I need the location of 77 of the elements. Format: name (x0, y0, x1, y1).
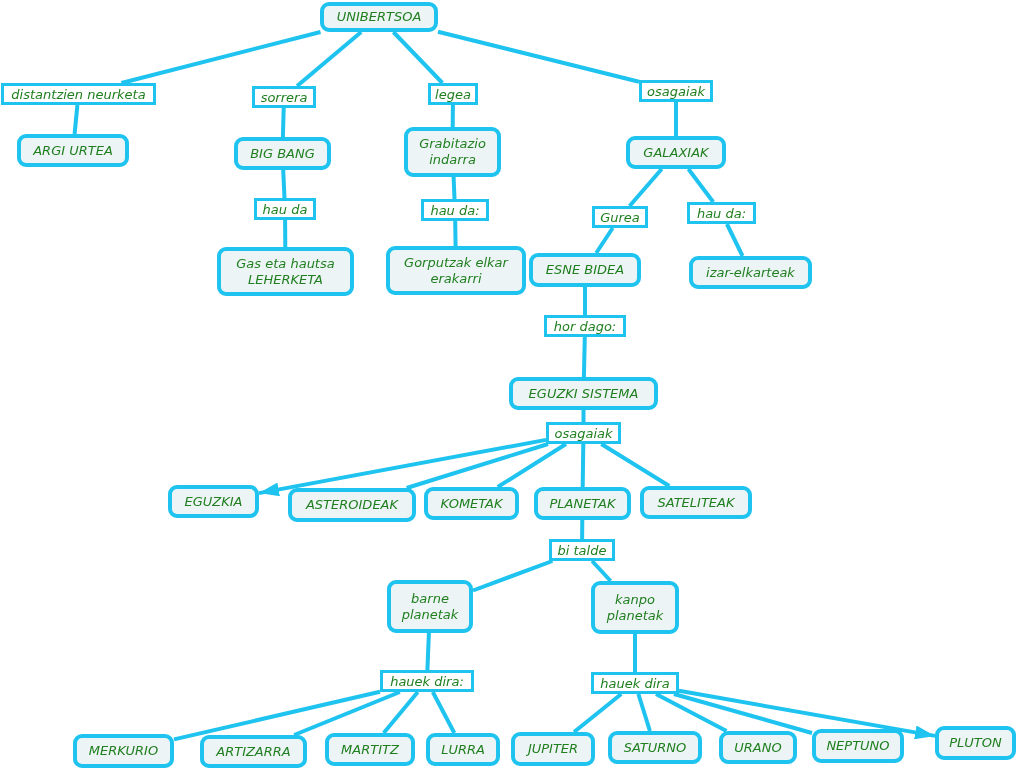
connector-line (583, 287, 587, 315)
connector-line (590, 559, 613, 583)
connector-line (472, 559, 554, 593)
connector-line (580, 443, 586, 488)
concept-box: Gorputzak elkar erakarri (386, 246, 526, 295)
concept-box: LURRA (426, 733, 500, 766)
concept-box: URANO (719, 731, 797, 764)
concept-box: Grabitazio indarra (404, 127, 501, 177)
connector-line (120, 30, 321, 85)
connector-line (437, 29, 640, 84)
connector-line (453, 220, 458, 247)
concept-box: ARGI URTEA (17, 134, 129, 167)
connector-line (173, 689, 381, 742)
connector-line (594, 226, 615, 255)
linking-phrase-box: legea (428, 83, 478, 105)
connector-line (572, 692, 623, 734)
connector-line (293, 690, 401, 737)
connector-line (674, 102, 678, 136)
concept-box: UNIBERTSOA (320, 2, 438, 32)
concept-box: ARTIZARRA (200, 735, 307, 768)
linking-phrase-box: hauek dira (591, 672, 679, 694)
concept-box: SATURNO (608, 731, 702, 764)
concept-box: MARTITZ (325, 733, 415, 766)
concept-box: ASTEROIDEAK (288, 488, 416, 522)
concept-box: SATELITEAK (640, 486, 752, 519)
connector-line (281, 169, 287, 199)
linking-phrase-box: hor dago: (544, 315, 626, 337)
connector-line (581, 410, 586, 422)
concept-box: BIG BANG (234, 137, 331, 170)
linking-phrase-box: hau da (254, 198, 316, 220)
concept-box: izar-elkarteak (689, 256, 812, 289)
connector-line (451, 176, 457, 200)
concept-box: GALAXIAK (626, 136, 726, 169)
linking-phrase-box: distantzien neurketa (1, 83, 156, 105)
connector-line (673, 692, 813, 735)
connector-line (628, 167, 664, 208)
concept-box: KOMETAK (424, 487, 519, 520)
concept-box: Gas eta hautsa LEHERKETA (217, 247, 354, 296)
connector-line (283, 220, 288, 247)
linking-phrase-box: Gurea (592, 206, 648, 228)
linking-phrase-box: hau da: (421, 199, 489, 221)
concept-box: MERKURIO (73, 734, 174, 768)
connector-line (633, 634, 637, 672)
concept-box: NEPTUNO (812, 729, 904, 763)
connector-line (636, 693, 652, 732)
concept-box: kanpo planetak (591, 581, 679, 634)
linking-phrase-box: osagaiak (639, 80, 713, 102)
connector-line (431, 691, 457, 734)
arrow (678, 688, 936, 740)
concept-box: EGUZKI SISTEMA (509, 377, 658, 410)
linking-phrase-box: hauek dira: (380, 670, 474, 692)
connector-line (295, 30, 363, 88)
connector-line (581, 336, 587, 378)
concept-box: EGUZKIA (168, 485, 259, 518)
linking-phrase-box: osagaiak (546, 422, 621, 444)
connector-line (391, 30, 444, 85)
connector-line (580, 519, 585, 540)
connector-line (600, 442, 671, 488)
concept-box: barne planetak (387, 580, 473, 633)
connector-line (280, 107, 286, 138)
connector-line (382, 690, 420, 735)
linking-phrase-box: sorrera (252, 86, 316, 108)
concept-box: ESNE BIDEA (529, 253, 641, 287)
concept-box: JUPITER (511, 732, 595, 766)
concept-box: PLANETAK (534, 487, 631, 520)
concept-box: PLUTON (935, 726, 1016, 760)
connector-line (655, 692, 728, 733)
arrow (258, 437, 547, 497)
connector-line (496, 442, 568, 489)
linking-phrase-box: bi talde (549, 539, 615, 561)
connector-line (425, 632, 431, 671)
linking-phrase-box: hau da: (687, 202, 756, 224)
connector-line (686, 167, 715, 204)
connector-line (72, 104, 80, 135)
connector-line (450, 105, 455, 128)
connector-line (406, 442, 549, 490)
connector-line (725, 223, 745, 257)
